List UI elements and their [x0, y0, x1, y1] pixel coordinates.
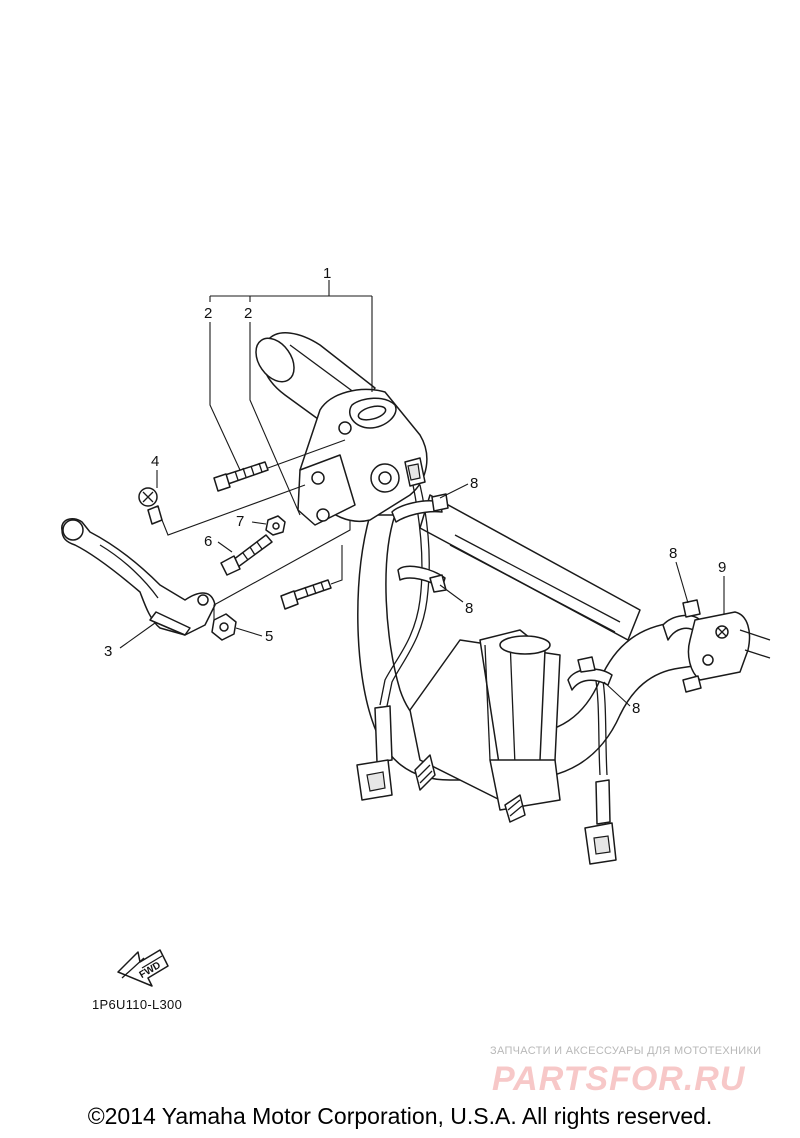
lever-holder: [297, 388, 428, 526]
bolt-upper: [213, 461, 269, 492]
hardware: [138, 461, 332, 641]
handlebar-switch: [682, 611, 771, 693]
diagram-code: 1P6U110-L300: [92, 997, 183, 1012]
callout-2b: 2: [244, 305, 252, 322]
handlebar: [357, 494, 701, 781]
leader-lines: [119, 280, 725, 707]
bolt-lower: [280, 579, 332, 610]
nut-pivot: [211, 613, 237, 641]
clutch-lever: [61, 518, 216, 636]
callout-8c: 8: [669, 545, 677, 562]
callout-3: 3: [104, 643, 112, 660]
callout-labels: 1 2 2 3 4 5 6 7 8 8 8 8 9: [104, 265, 726, 717]
callout-4: 4: [151, 453, 159, 470]
watermark-tagline: ЗАПЧАСТИ И АКСЕССУАРЫ ДЛЯ МОТОТЕХНИКИ: [490, 1045, 762, 1057]
callout-8a: 8: [470, 475, 478, 492]
callout-6: 6: [204, 533, 212, 550]
callout-5: 5: [265, 628, 273, 645]
pivot-bolt: [220, 534, 273, 576]
fwd-arrow-icon: FWD: [117, 949, 169, 987]
callout-2a: 2: [204, 305, 212, 322]
callout-1: 1: [323, 265, 331, 282]
handlebar-clamp: [409, 629, 561, 823]
copyright-notice: ©2014 Yamaha Motor Corporation, U.S.A. A…: [87, 1103, 713, 1129]
callout-8d: 8: [632, 700, 640, 717]
adjust-screw: [138, 487, 163, 525]
callout-7: 7: [236, 513, 244, 530]
callout-8b: 8: [465, 600, 473, 617]
nut-small: [265, 515, 286, 536]
watermark-logo: PARTSFOR.RU: [492, 1060, 746, 1098]
wiring: [356, 484, 617, 865]
callout-9: 9: [718, 559, 726, 576]
